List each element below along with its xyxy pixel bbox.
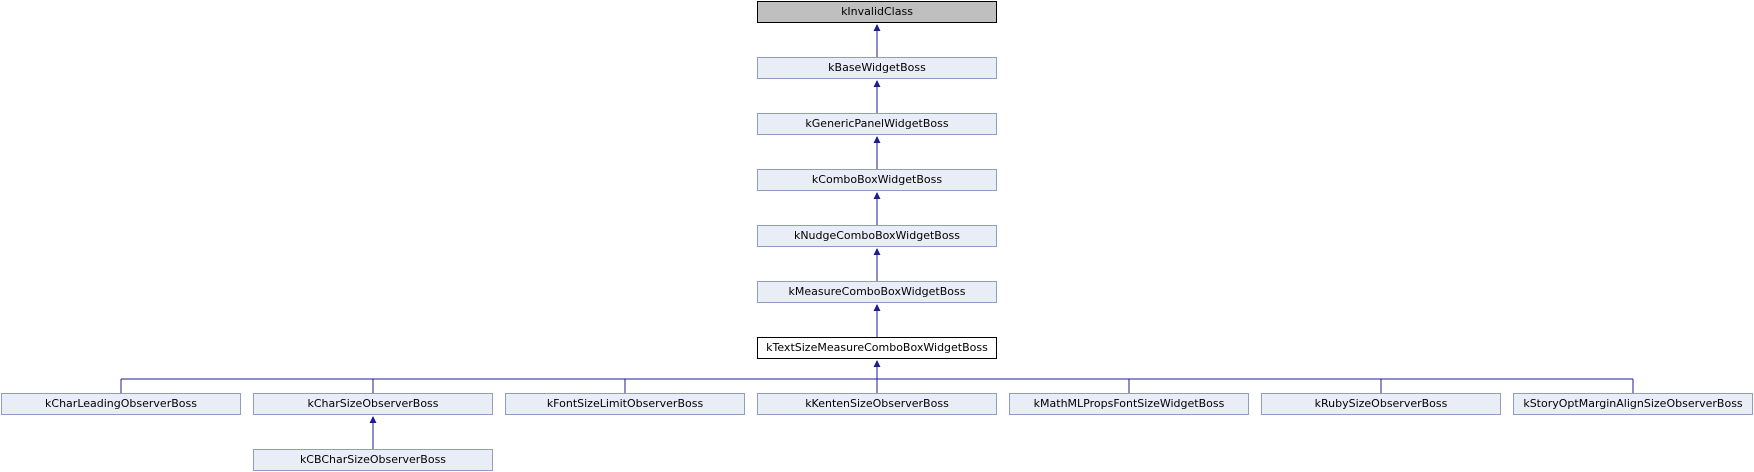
node-kfontsizelimitobserverboss[interactable]: kFontSizeLimitObserverBoss bbox=[505, 393, 745, 415]
inheritance-arrowhead bbox=[369, 416, 377, 423]
node-kcharsizeobserverboss[interactable]: kCharSizeObserverBoss bbox=[253, 393, 493, 415]
node-kgenericpanelwidgetboss[interactable]: kGenericPanelWidgetBoss bbox=[757, 113, 997, 135]
node-kstoryoptmarginalignsizeobserverboss[interactable]: kStoryOptMarginAlignSizeObserverBoss bbox=[1513, 393, 1753, 415]
node-kmathmlpropsfontsizewidgetboss[interactable]: kMathMLPropsFontSizeWidgetBoss bbox=[1009, 393, 1249, 415]
inheritance-arrowhead bbox=[873, 136, 881, 143]
inheritance-arrowhead bbox=[873, 360, 881, 367]
inheritance-arrowhead bbox=[873, 24, 881, 31]
node-kmeasurecomboboxwidgetboss[interactable]: kMeasureComboBoxWidgetBoss bbox=[757, 281, 997, 303]
node-kcharleadingobserverboss[interactable]: kCharLeadingObserverBoss bbox=[1, 393, 241, 415]
inheritance-arrowhead bbox=[873, 248, 881, 255]
node-kinvalidclass[interactable]: kInvalidClass bbox=[757, 1, 997, 23]
inheritance-arrowhead bbox=[873, 80, 881, 87]
node-ktextsizemeasurecomboboxwidgetboss[interactable]: kTextSizeMeasureComboBoxWidgetBoss bbox=[757, 337, 997, 359]
node-krubysizeobserverboss[interactable]: kRubySizeObserverBoss bbox=[1261, 393, 1501, 415]
node-knudgecomboboxwidgetboss[interactable]: kNudgeComboBoxWidgetBoss bbox=[757, 225, 997, 247]
node-kcbcharsizeobserverboss[interactable]: kCBCharSizeObserverBoss bbox=[253, 449, 493, 471]
node-kcomboboxwidgetboss[interactable]: kComboBoxWidgetBoss bbox=[757, 169, 997, 191]
node-kkentensizeobserverboss[interactable]: kKentenSizeObserverBoss bbox=[757, 393, 997, 415]
node-kbasewidgetboss[interactable]: kBaseWidgetBoss bbox=[757, 57, 997, 79]
inheritance-arrowhead bbox=[873, 304, 881, 311]
inheritance-arrowhead bbox=[873, 192, 881, 199]
